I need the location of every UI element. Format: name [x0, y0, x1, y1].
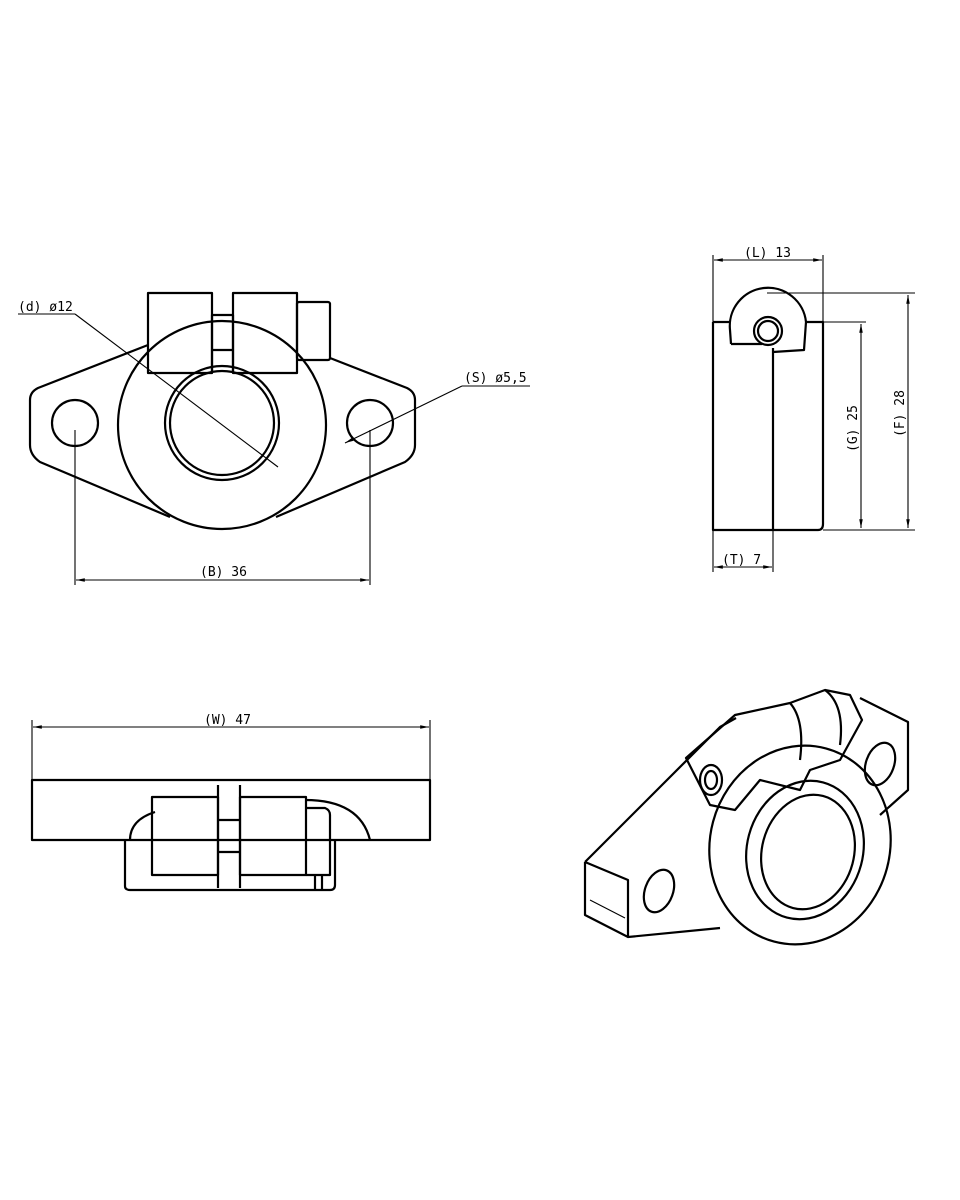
overall-height-label: (F) 28	[893, 390, 908, 437]
screw-ring-inner	[756, 319, 780, 343]
bottom-view: (W) 47	[30, 713, 432, 892]
side-clamp-arc	[728, 286, 808, 354]
screw-ring-outer	[752, 315, 784, 347]
iso-bore-outer	[745, 779, 865, 921]
side-body	[711, 320, 825, 532]
iso-hole-left	[642, 868, 676, 914]
iso-flange-right	[859, 697, 910, 816]
bore-leader	[74, 313, 279, 468]
clamp-block-left	[146, 291, 214, 375]
hole-leader	[344, 385, 463, 444]
clamp-block-left	[150, 795, 220, 877]
clamp-slot	[210, 313, 235, 352]
iso-clamp-curves	[789, 689, 843, 761]
isometric-view	[583, 688, 910, 946]
screw-head	[295, 300, 332, 362]
clamp-block-right	[238, 795, 308, 877]
bore-inner	[168, 369, 276, 477]
flange-bottom	[30, 778, 432, 842]
thickness-label: (T) 7	[722, 553, 761, 568]
flange-outline	[28, 343, 417, 519]
hole-diameter-label: (S) ø5,5	[464, 371, 527, 386]
width-label: (W) 47	[204, 713, 251, 728]
iso-bore-inner	[760, 793, 856, 911]
iso-screw-hole-inner	[703, 769, 719, 791]
iso-flange-edge	[589, 899, 626, 919]
iso-clamp-blocks	[684, 688, 864, 812]
slot-edges	[210, 350, 235, 372]
iso-boss-front	[708, 744, 892, 946]
length-label: (L) 13	[744, 246, 791, 261]
center-height-label: (G) 25	[846, 405, 861, 452]
hole-spacing-label: (B) 36	[200, 565, 247, 580]
boss-circle	[116, 319, 328, 531]
screw-bottom	[306, 806, 332, 890]
bore-outer	[163, 364, 281, 482]
clamp-block-right	[231, 291, 299, 375]
clamp-slot	[216, 785, 242, 888]
bore-diameter-label: (d) ø12	[18, 300, 73, 315]
front-view: (d) ø12 (S) ø5,5 (B) 36	[18, 291, 530, 585]
boss-curves	[128, 798, 372, 841]
iso-flange-left	[583, 717, 737, 939]
boss-bottom	[123, 840, 337, 892]
iso-screw-hole-outer	[698, 763, 724, 797]
iso-hole-right	[863, 741, 897, 787]
side-view: (L) 13 (T) 7 (G) 25 (F) 28	[711, 246, 915, 572]
